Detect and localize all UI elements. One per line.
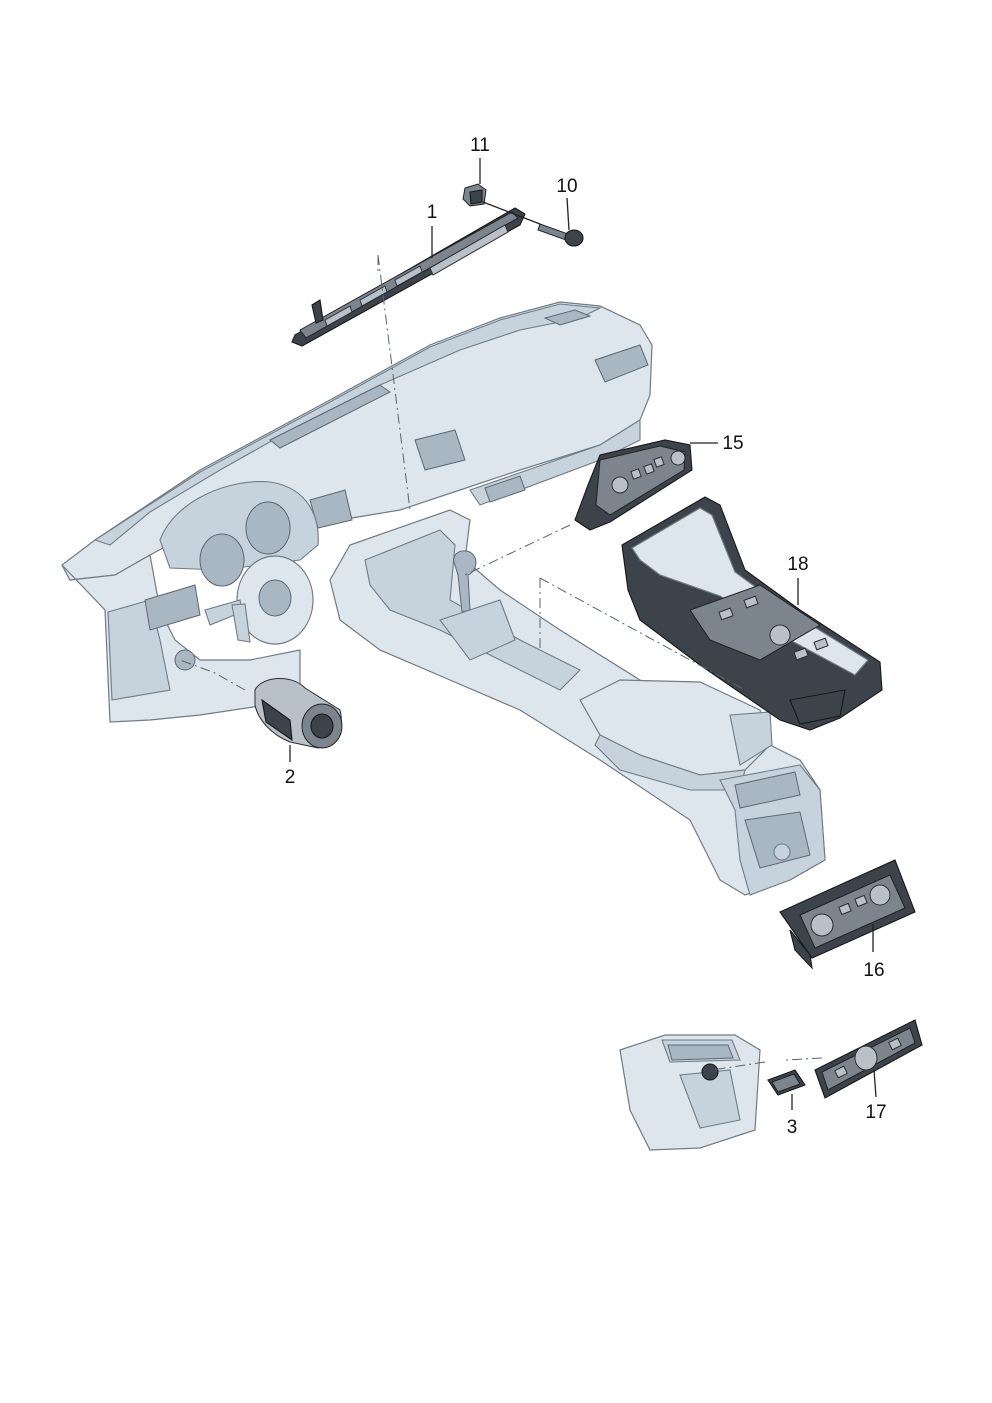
callout-11: 11 bbox=[470, 135, 490, 156]
assembly-lines bbox=[179, 254, 823, 1071]
callout-10: 10 bbox=[556, 176, 577, 197]
part-16-climate-control bbox=[779, 859, 916, 970]
part-18-console-trim bbox=[621, 496, 883, 731]
part-11-clip bbox=[462, 183, 487, 207]
part-2-light-switch bbox=[254, 677, 343, 749]
part-3-small-switch bbox=[767, 1069, 806, 1096]
callout-17: 17 bbox=[865, 1102, 886, 1123]
rear-console bbox=[619, 1034, 761, 1151]
callout-labels: 1 11 10 15 18 2 16 3 17 bbox=[285, 135, 887, 1138]
part-17-rear-switch-panel bbox=[814, 1019, 923, 1099]
part-1-switch-strip bbox=[291, 207, 526, 347]
part-10-screw bbox=[537, 223, 584, 247]
callout-2: 2 bbox=[285, 767, 296, 788]
callout-16: 16 bbox=[863, 960, 884, 981]
callout-1: 1 bbox=[427, 202, 438, 223]
callout-18: 18 bbox=[787, 554, 808, 575]
dashboard-assembly bbox=[61, 301, 826, 896]
leader-lines bbox=[289, 158, 877, 1110]
callout-15: 15 bbox=[722, 433, 743, 454]
part-15-switch-panel bbox=[574, 439, 693, 531]
callout-3: 3 bbox=[787, 1117, 798, 1138]
